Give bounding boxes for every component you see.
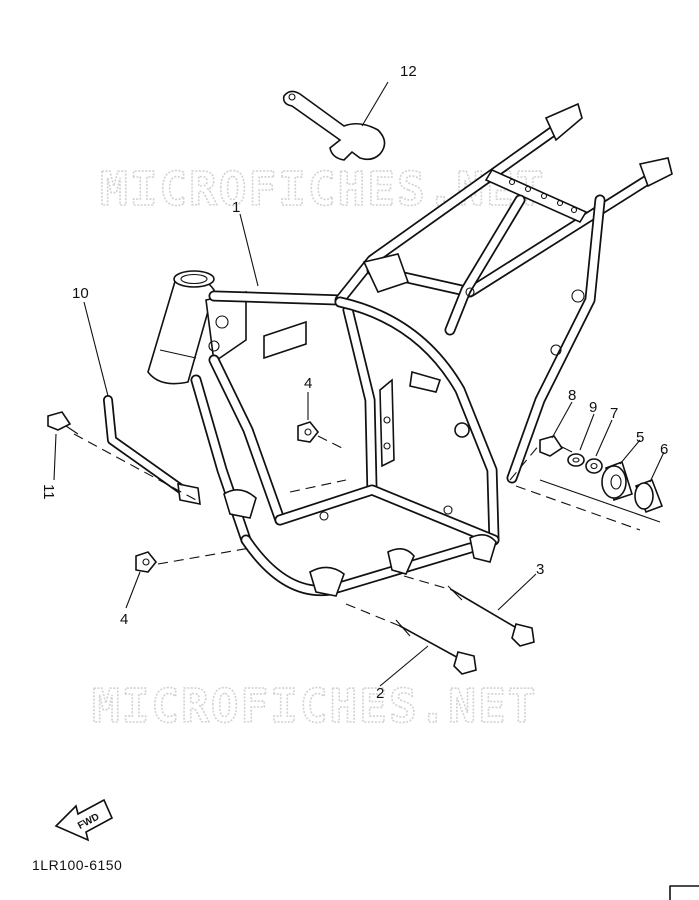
callout-8: 8 [568,387,576,404]
bolt-8 [539,435,573,457]
callout-labels: 1 2 3 4 4 5 6 7 8 9 10 11 12 [40,63,668,702]
callout-1: 1 [232,199,240,216]
callout-5: 5 [636,429,644,446]
callout-12: 12 [400,63,417,80]
wrench-part [282,90,386,161]
washer-9 [567,453,585,467]
callout-10: 10 [72,285,89,302]
nut-4-lower [135,551,158,573]
callout-11: 11 [40,484,57,500]
diagram-code: 1LR100-6150 [32,857,122,873]
main-frame [147,102,673,597]
fwd-arrow-icon: FWD [54,798,114,842]
washer-7 [585,458,603,474]
side-stand-part [103,395,201,506]
callout-4-upper: 4 [304,375,312,392]
collar-5 [601,460,633,502]
callout-6: 6 [660,441,668,458]
callout-4-lower: 4 [120,611,128,628]
bolt-3 [447,585,535,647]
damper-6 [634,478,664,514]
callout-9: 9 [589,399,597,416]
steering-head [147,270,215,385]
bolt-11 [47,411,79,435]
watermark-bottom: MICROFICHES.NET [92,679,537,733]
leader-lines [53,81,665,687]
callout-3: 3 [536,561,544,578]
bolt-2 [395,619,477,675]
nut-4-upper [297,421,320,443]
corner-mark [669,885,699,900]
callout-2: 2 [376,685,384,702]
callout-7: 7 [610,405,618,422]
